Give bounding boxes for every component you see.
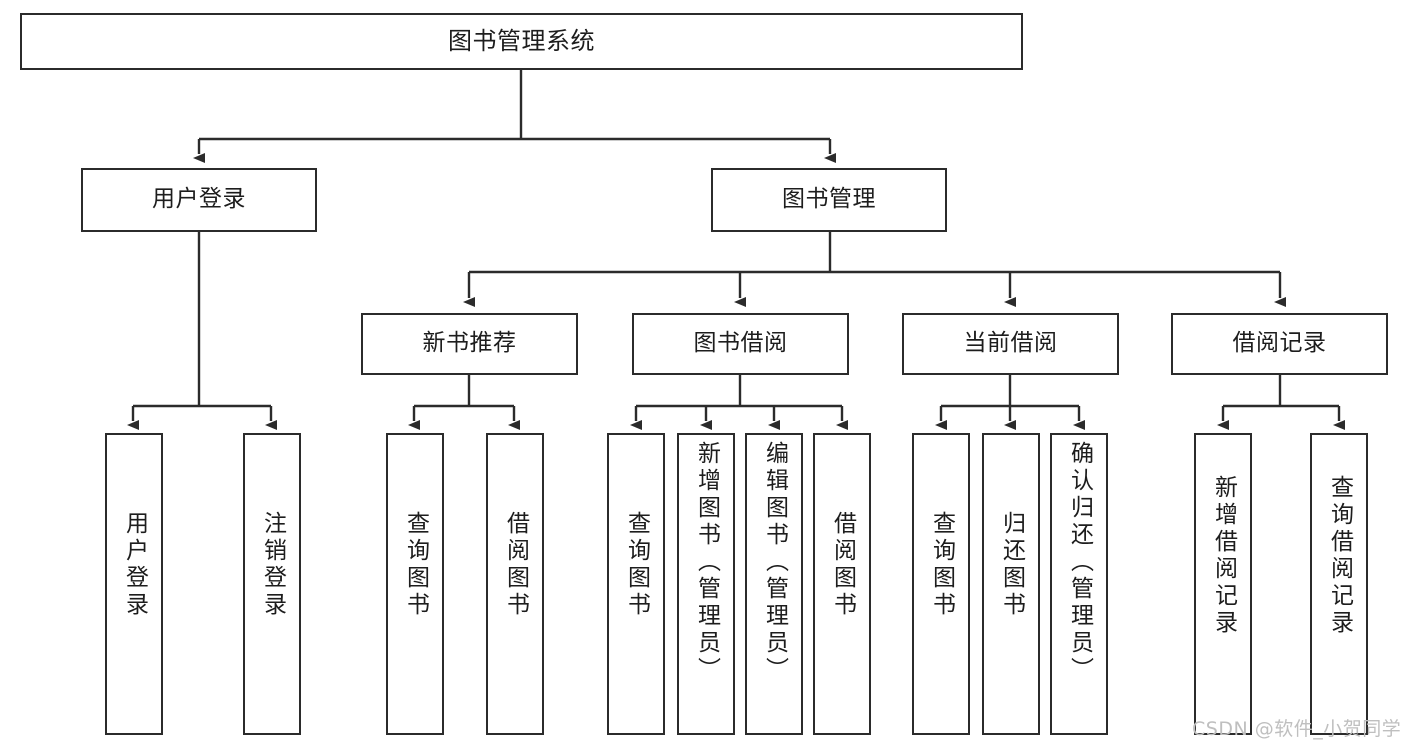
- node-root-book-management-system[interactable]: 图书管理系统: [20, 13, 1023, 70]
- node-new-book-recommend[interactable]: 新书推荐: [361, 313, 578, 375]
- node-label: 用户登录: [152, 186, 246, 213]
- node-label: 借阅图书: [502, 511, 529, 619]
- node-user-login[interactable]: 用户登录: [81, 168, 317, 232]
- node-label: 图书管理: [782, 186, 876, 213]
- node-label: 图书管理系统: [448, 27, 595, 56]
- node-label: 借阅记录: [1232, 330, 1327, 357]
- node-label: 用户登录: [121, 511, 148, 619]
- node-current-borrow[interactable]: 当前借阅: [902, 313, 1119, 375]
- node-label: 查询借阅记录: [1326, 475, 1353, 637]
- leaf-user-login-login[interactable]: 用户登录: [105, 433, 163, 735]
- node-book-borrow[interactable]: 图书借阅: [632, 313, 849, 375]
- leaf-borrow-record-add[interactable]: 新增借阅记录: [1194, 433, 1252, 735]
- leaf-book-borrow-edit-admin[interactable]: 编辑图书（管理员）: [745, 433, 803, 735]
- leaf-borrow-record-query[interactable]: 查询借阅记录: [1310, 433, 1368, 735]
- leaf-new-book-borrow[interactable]: 借阅图书: [486, 433, 544, 735]
- node-label: 注销登录: [259, 511, 286, 619]
- node-label: 新增图书（管理员）: [693, 441, 720, 684]
- leaf-current-borrow-query[interactable]: 查询图书: [912, 433, 970, 735]
- node-label: 新书推荐: [422, 330, 517, 357]
- csdn-watermark: CSDN @软件_小贺同学: [1192, 718, 1402, 740]
- leaf-current-borrow-confirm-admin[interactable]: 确认归还（管理员）: [1050, 433, 1108, 735]
- node-label: 新增借阅记录: [1210, 475, 1237, 637]
- leaf-new-book-query[interactable]: 查询图书: [386, 433, 444, 735]
- leaf-book-borrow-borrow[interactable]: 借阅图书: [813, 433, 871, 735]
- node-label: 查询图书: [928, 511, 955, 619]
- node-borrow-record[interactable]: 借阅记录: [1171, 313, 1388, 375]
- node-label: 查询图书: [402, 511, 429, 619]
- node-label: 确认归还（管理员）: [1066, 441, 1093, 684]
- leaf-book-borrow-add-admin[interactable]: 新增图书（管理员）: [677, 433, 735, 735]
- node-label: 图书借阅: [693, 330, 788, 357]
- node-book-management[interactable]: 图书管理: [711, 168, 947, 232]
- node-label: 借阅图书: [829, 511, 856, 619]
- node-label: 编辑图书（管理员）: [761, 441, 788, 684]
- node-label: 查询图书: [623, 511, 650, 619]
- node-label: 当前借阅: [963, 330, 1058, 357]
- leaf-book-borrow-query[interactable]: 查询图书: [607, 433, 665, 735]
- leaf-user-login-logout[interactable]: 注销登录: [243, 433, 301, 735]
- node-label: 归还图书: [998, 511, 1025, 619]
- leaf-current-borrow-return[interactable]: 归还图书: [982, 433, 1040, 735]
